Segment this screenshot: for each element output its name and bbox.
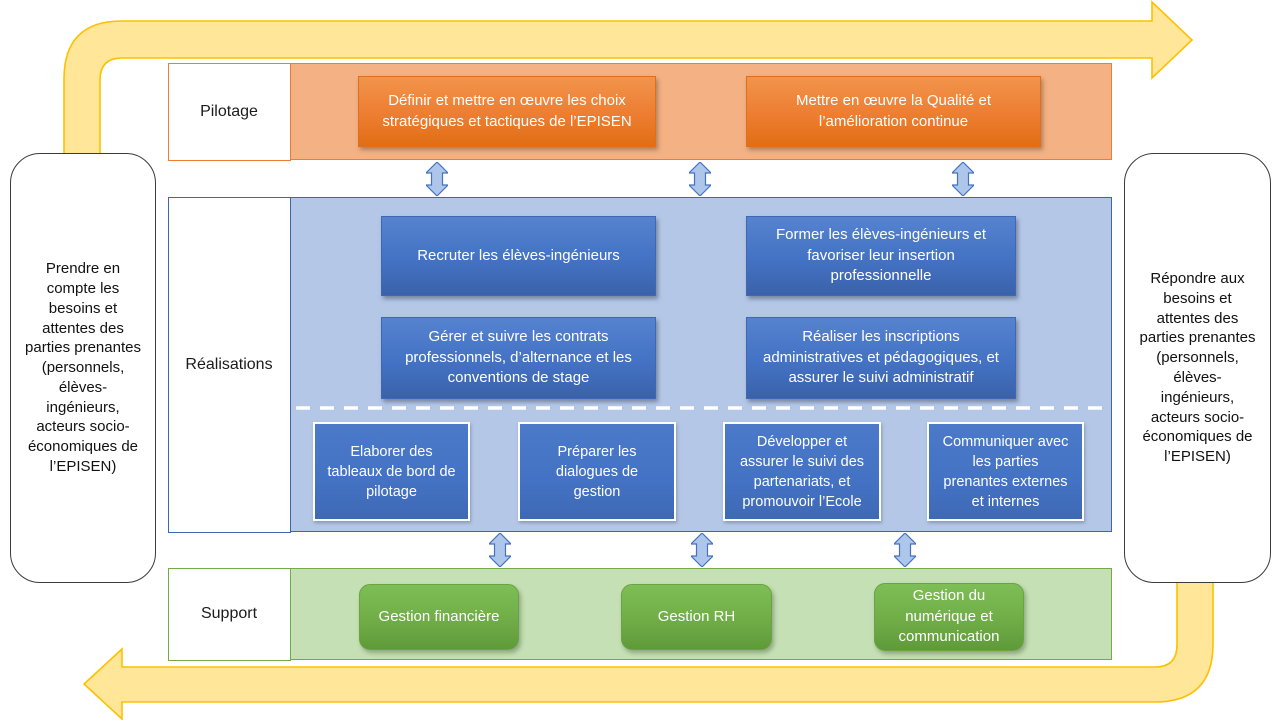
process-box-tableaux-de-bord: Elaborer des tableaux de bord de pilotag… bbox=[313, 422, 470, 521]
realisations-row: Réalisations Recruter les élèves-ingénie… bbox=[167, 196, 1112, 533]
link-arrow-support-2 bbox=[691, 533, 713, 567]
process-box-gestion-rh: Gestion RH bbox=[621, 584, 772, 650]
process-box-contrats: Gérer et suivre les contrats professionn… bbox=[381, 317, 656, 399]
stakeholder-input-note: Prendre en compte les besoins et attente… bbox=[10, 153, 156, 583]
process-box-former: Former les élèves-ingénieurs et favorise… bbox=[746, 216, 1016, 296]
pilotage-row-label: Pilotage bbox=[167, 62, 291, 161]
realisations-row-label: Réalisations bbox=[167, 196, 291, 533]
support-row-label: Support bbox=[167, 567, 291, 661]
process-box-recruter: Recruter les élèves-ingénieurs bbox=[381, 216, 656, 296]
link-arrow-pilotage-3 bbox=[952, 162, 974, 196]
pilotage-row: Pilotage Définir et mettre en œuvre les … bbox=[167, 62, 1112, 161]
link-arrow-support-1 bbox=[489, 533, 511, 567]
process-box-dialogues-gestion: Préparer les dialogues de gestion bbox=[518, 422, 676, 521]
process-box-qualite: Mettre en œuvre la Qualité et l’améliora… bbox=[746, 76, 1041, 147]
process-box-inscriptions: Réaliser les inscriptions administrative… bbox=[746, 317, 1016, 399]
link-arrow-pilotage-1 bbox=[426, 162, 448, 196]
link-arrow-support-3 bbox=[894, 533, 916, 567]
link-arrow-pilotage-2 bbox=[689, 162, 711, 196]
process-box-gestion-financiere: Gestion financière bbox=[359, 584, 519, 650]
support-row: Support Gestion financière Gestion RH Ge… bbox=[167, 567, 1112, 661]
process-box-choix-strategiques: Définir et mettre en œuvre les choix str… bbox=[358, 76, 656, 147]
process-box-gestion-numerique: Gestion du numérique et communication bbox=[874, 583, 1024, 651]
stakeholder-output-note: Répondre aux besoins et attentes des par… bbox=[1124, 153, 1271, 583]
process-box-partenariats: Développer et assurer le suivi des parte… bbox=[723, 422, 881, 521]
process-box-communication-parties: Communiquer avec les parties prenantes e… bbox=[927, 422, 1084, 521]
